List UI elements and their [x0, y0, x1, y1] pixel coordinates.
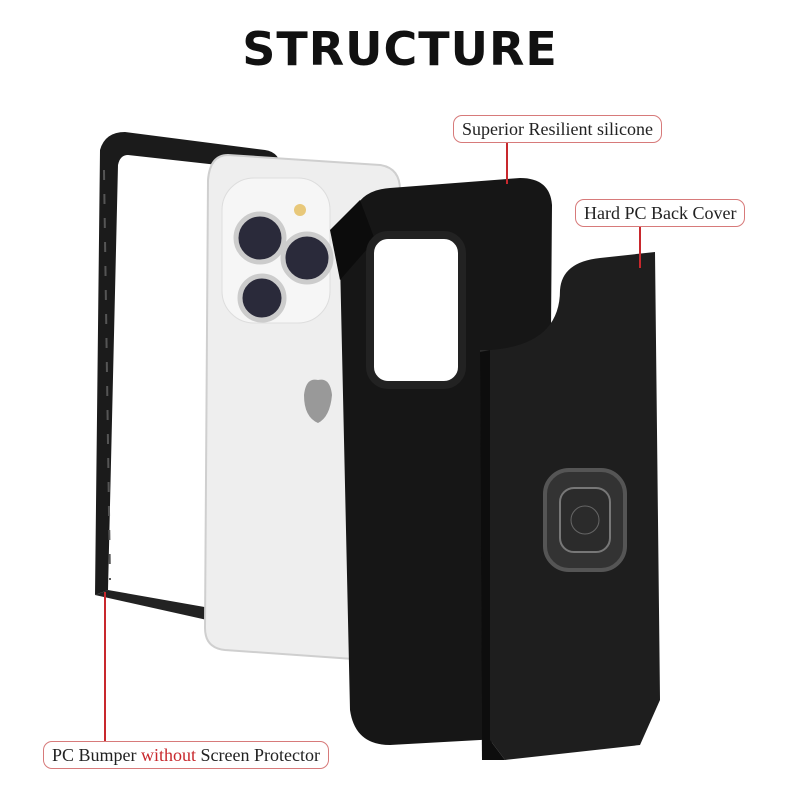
label-bumper: PC Bumper without Screen Protector — [43, 741, 329, 769]
leader-line-bumper — [104, 592, 106, 742]
label-bumper-suffix: Screen Protector — [196, 745, 320, 765]
hard-pc-back-cover — [480, 252, 660, 760]
label-bumper-prefix: PC Bumper — [52, 745, 142, 765]
label-back-cover: Hard PC Back Cover — [575, 199, 746, 227]
leader-line-back-cover — [639, 226, 641, 268]
label-silicone: Superior Resilient silicone — [453, 115, 662, 143]
page-title: STRUCTURE — [242, 22, 558, 76]
leader-line-silicone — [506, 142, 508, 184]
label-bumper-accent: without — [141, 745, 197, 765]
ring-holder — [543, 468, 627, 572]
